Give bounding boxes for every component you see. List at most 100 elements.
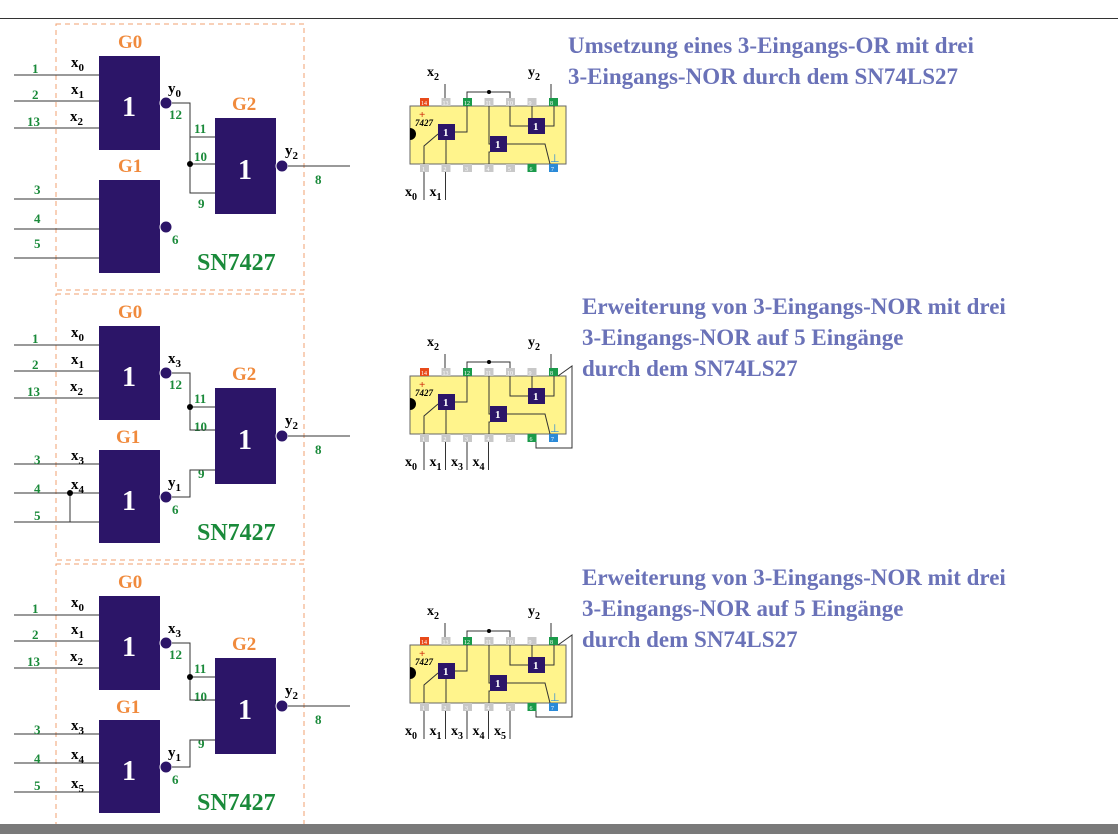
ic-vcc-symbol: +: [419, 379, 425, 391]
ic-output-loop-wire: [535, 634, 573, 718]
signal-y0-label: y0: [168, 81, 182, 100]
ic-gate-1-symbol: 1: [443, 397, 449, 409]
ic-notch: [410, 398, 416, 410]
ic-bottom-pin-1: [420, 164, 429, 172]
ic-y2-label: y2: [528, 65, 540, 83]
y0-to-pin11-wire: [172, 102, 215, 138]
ic-bottom-pin-3-label: 3: [465, 706, 468, 712]
pin-1-label: 1: [32, 331, 39, 346]
ic-top-pin-10: [506, 368, 515, 376]
ic-gate-3-symbol: 1: [533, 121, 539, 133]
ic-bottom-pin-4-label: 4: [487, 706, 490, 712]
ic-vcc-symbol: +: [419, 648, 425, 660]
ic-top-pin-14-label: 14: [421, 101, 427, 107]
ic-top-pin-13: [441, 637, 451, 645]
signal-x2-label: x2: [70, 109, 84, 128]
gate-g0: [99, 326, 160, 420]
ic-x2-label: x2: [427, 65, 439, 83]
ic-part-label: 7427: [415, 388, 434, 398]
ic-top-pin-14-label: 14: [421, 640, 427, 646]
signal-y2-label: y2: [285, 143, 299, 162]
panel-1-title-line-2: 3-Eingangs-NOR durch dem SN74LS27: [568, 64, 959, 89]
ic-top-pin-10-label: 10: [507, 101, 513, 107]
gate-g2-symbol: 1: [238, 695, 252, 726]
ic-wire: [455, 645, 468, 672]
signal-x2-label: x2: [70, 649, 84, 668]
ic-top-pin-9-label: 9: [529, 101, 532, 107]
ic-wire: [509, 376, 528, 397]
ic-y2-label: y2: [528, 604, 540, 622]
pin-12-label: 12: [169, 107, 182, 122]
ic-bottom-pin-2-label: 2: [444, 167, 447, 173]
ic-wire: [507, 413, 551, 435]
junction-dot: [187, 404, 193, 410]
panel-3-title-line-2: 3-Eingangs-NOR auf 5 Eingänge: [582, 596, 904, 621]
ic-gate-1: [438, 394, 455, 410]
pin-13-label: 13: [27, 384, 41, 399]
ic-bottom-pin-3: [463, 703, 472, 711]
pin-6-label: 6: [172, 232, 179, 247]
gate-g0: [99, 56, 160, 150]
ic-wire: [545, 106, 555, 127]
ic-top-pin-12: [463, 368, 472, 376]
ic-wire: [507, 682, 551, 704]
signal-x2-label: x2: [70, 379, 84, 398]
pin-11-label: 11: [194, 121, 206, 136]
pin-13-label: 13: [27, 654, 41, 669]
ic-wire: [423, 672, 439, 703]
chip-label: SN7427: [197, 790, 276, 816]
ic-wire: [488, 106, 490, 145]
ic-bottom-pin-4: [484, 434, 494, 442]
ic-input-x5-label: x5: [494, 724, 506, 742]
gate-g1-label: G1: [118, 156, 142, 177]
ic-gate-2: [490, 136, 507, 152]
ic-gate-3-symbol: 1: [533, 660, 539, 672]
ic-top-pin-11-label: 11: [486, 101, 492, 107]
gate-g0-label: G0: [118, 32, 142, 53]
pin-5-label: 5: [34, 236, 41, 251]
gate-g2-label: G2: [232, 634, 256, 655]
gate-g1-label: G1: [116, 697, 140, 718]
ic-input-x1-label: x1: [430, 455, 442, 473]
gate-g0-symbol: 1: [122, 362, 136, 393]
chip-label: SN7427: [197, 250, 276, 276]
ic-bottom-pin-7: [549, 434, 558, 442]
ic-gate-1-symbol: 1: [443, 666, 449, 678]
gate-g2: [215, 388, 276, 484]
ic-gate-1: [438, 124, 455, 140]
gate-g1-output-bubble: [159, 220, 173, 234]
ic-bottom-pin-6: [527, 164, 537, 172]
ic-top-pin-14: [420, 637, 429, 645]
ic-top-pin-11-label: 11: [486, 371, 492, 377]
ic-bottom-pin-6: [527, 703, 537, 711]
gate-g1-output-bubble: [159, 490, 173, 504]
ic-bottom-pin-4-label: 4: [487, 437, 490, 443]
ic-top-pin-8-label: 8: [550, 101, 553, 107]
panel-3-title-line-1: Erweiterung von 3-Eingangs-NOR mit drei: [582, 565, 1006, 590]
gate-g1: [99, 450, 160, 543]
ic-x2-label: x2: [427, 335, 439, 353]
pin-1-label: 1: [32, 601, 39, 616]
y0-to-pin10-wire: [189, 407, 215, 431]
signal-x1-label: x1: [71, 622, 84, 641]
ic-input-x0-label: x0: [405, 185, 417, 203]
signal-x0-label: x0: [71, 325, 85, 344]
ic-part-label: 7427: [415, 657, 434, 667]
ic-top-pin-12-label: 12: [464, 371, 470, 377]
pin-1-label: 1: [32, 61, 39, 76]
ic-bottom-pin-3-label: 3: [465, 437, 468, 443]
ic-input-x4-label: x4: [473, 455, 485, 473]
y1-to-pin9-wire: [172, 469, 215, 498]
ic-gate-2: [490, 675, 507, 691]
pin-8-label: 8: [315, 712, 322, 727]
ic-wire: [423, 403, 439, 434]
ic-bottom-pin-6: [527, 434, 537, 442]
ic-junction-dot: [487, 360, 491, 364]
ic-wire: [545, 376, 555, 397]
ic-bottom-pin-2: [441, 164, 451, 172]
ic-bottom-pin-5: [506, 703, 515, 711]
ic-top-pin-11: [484, 637, 494, 645]
pin-6-label: 6: [172, 502, 179, 517]
